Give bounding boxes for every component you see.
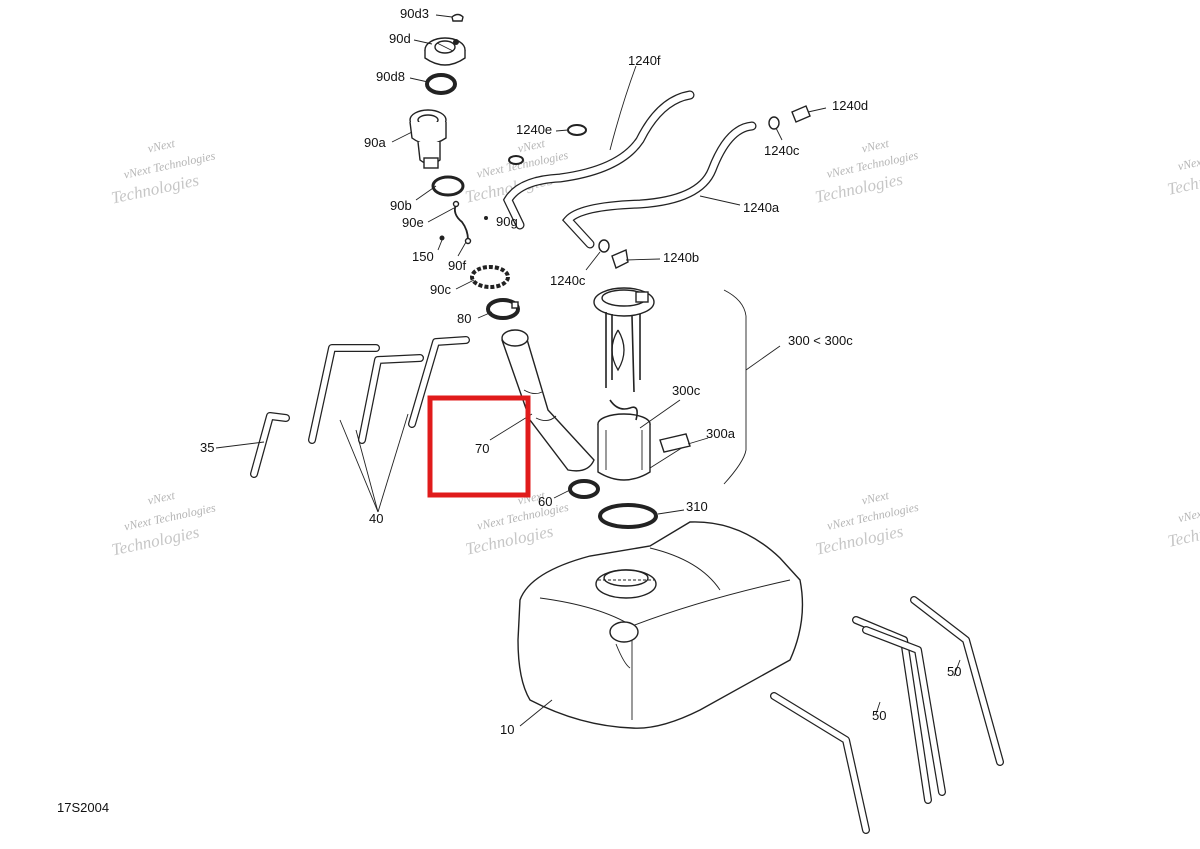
callout-35: 35 bbox=[200, 440, 214, 455]
callout-1240e: 1240e bbox=[516, 122, 552, 137]
callout-90e: 90e bbox=[402, 215, 424, 230]
callout-labels: 90d3 90d 90d8 90a 90b 90e 90g 150 90f 90… bbox=[57, 6, 961, 815]
part-90d-fuel-cap bbox=[424, 37, 466, 66]
part-150-screw bbox=[439, 235, 445, 241]
callout-90d: 90d bbox=[389, 31, 411, 46]
watermark-line1: vNext Technologies bbox=[1177, 492, 1200, 525]
part-90c-lock-ring bbox=[470, 265, 510, 289]
callout-50: 50 bbox=[872, 708, 886, 723]
callout-1240f: 1240f bbox=[628, 53, 661, 68]
callout-150: 150 bbox=[412, 249, 434, 264]
part-1240c-clamp bbox=[598, 116, 780, 253]
part-80-hose-clamp bbox=[486, 298, 520, 320]
callout-90d3: 90d3 bbox=[400, 6, 429, 21]
part-40-tank-strap bbox=[358, 354, 424, 444]
watermark-partial: vNext Technologies Technologies bbox=[1166, 140, 1200, 199]
callout-70: 70 bbox=[475, 441, 489, 456]
part-300-fuel-pump-module bbox=[593, 287, 655, 393]
part-10-fuel-tank bbox=[517, 521, 804, 729]
callout-1240d: 1240d bbox=[832, 98, 868, 113]
watermark-tag: vNext bbox=[516, 136, 546, 156]
part-90d3-tether-plug bbox=[451, 13, 464, 22]
callout-1240c: 1240c bbox=[764, 143, 800, 158]
part-50-tank-strap bbox=[862, 626, 946, 796]
part-1240d-fitting bbox=[791, 105, 811, 123]
part-40-tank-strap bbox=[408, 336, 470, 428]
watermark: vNext Technologies Technologies bbox=[814, 500, 920, 559]
part-300c-pump-assembly bbox=[597, 399, 651, 481]
watermark: vNext Technologies Technologies bbox=[109, 148, 216, 207]
callout-310: 310 bbox=[686, 499, 708, 514]
part-300a-fuel-level-sender bbox=[649, 433, 691, 469]
watermark: vNext Technologies Technologies bbox=[813, 148, 919, 207]
part-50-tank-strap bbox=[910, 596, 1004, 766]
callout-300c: 300c bbox=[672, 383, 701, 398]
watermark-tag: vNext bbox=[146, 488, 176, 508]
callout-90g: 90g bbox=[496, 214, 518, 229]
leader-lines bbox=[215, 14, 961, 727]
callout-1240a: 1240a bbox=[743, 200, 780, 215]
callout-90f: 90f bbox=[448, 258, 466, 273]
callout-40: 40 bbox=[369, 511, 383, 526]
part-1240a-vent-hose bbox=[561, 121, 757, 249]
part-90e-tether-wire bbox=[452, 200, 472, 245]
part-1240b-fitting bbox=[611, 249, 629, 269]
part-50-tank-strap bbox=[852, 616, 932, 804]
callout-1240c: 1240c bbox=[550, 273, 586, 288]
part-70-filler-hose bbox=[501, 329, 595, 472]
callout-1240b: 1240b bbox=[663, 250, 699, 265]
part-40-tank-strap bbox=[308, 344, 380, 444]
part-90b-neck-seal bbox=[431, 175, 465, 197]
part-60-hose-clamp bbox=[568, 479, 600, 499]
callout-50: 50 bbox=[947, 664, 961, 679]
part-35-tank-strap bbox=[250, 412, 290, 478]
callout-60: 60 bbox=[538, 494, 552, 509]
part-90d8-cap-gasket bbox=[425, 73, 457, 95]
watermark-tag: vNext bbox=[860, 488, 890, 508]
watermark-partial: vNext Technologies Technologies bbox=[1166, 492, 1200, 551]
callout-10: 10 bbox=[500, 722, 514, 737]
watermark: vNext Technologies Technologies bbox=[464, 500, 570, 559]
callout-80: 80 bbox=[457, 311, 471, 326]
callout-300-range: 300 < 300c bbox=[788, 333, 853, 348]
watermark-line1: vNext Technologies bbox=[1176, 140, 1200, 173]
callout-90b: 90b bbox=[390, 198, 412, 213]
callout-90c: 90c bbox=[430, 282, 451, 297]
callout-300a: 300a bbox=[706, 426, 736, 441]
part-90g-screw bbox=[484, 216, 488, 220]
watermark-tag: vNext bbox=[860, 136, 890, 156]
part-90a-filler-neck bbox=[409, 109, 447, 169]
part-1240f-vent-hose bbox=[502, 90, 695, 230]
highlight-box-part-70 bbox=[427, 395, 531, 498]
watermark-tag: vNext bbox=[146, 136, 176, 156]
callout-90a: 90a bbox=[364, 135, 386, 150]
callout-90d8: 90d8 bbox=[376, 69, 405, 84]
watermark: vNext Technologies Technologies bbox=[110, 500, 217, 559]
part-50-tank-strap bbox=[770, 692, 870, 834]
figure-id: 17S2004 bbox=[57, 800, 109, 815]
part-310-pump-seal bbox=[598, 503, 658, 529]
